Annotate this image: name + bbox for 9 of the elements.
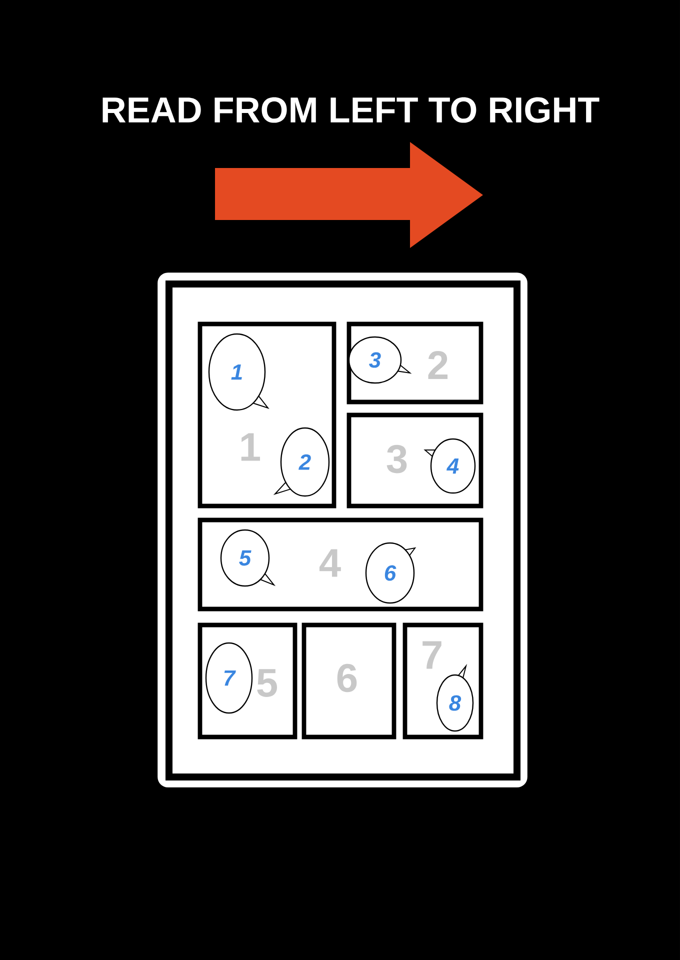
- speech-bubble: 8: [436, 664, 474, 732]
- speech-bubble: 7: [205, 642, 253, 714]
- speech-bubble: 5: [220, 529, 276, 587]
- speech-bubble: 3: [348, 336, 412, 384]
- speech-bubble: 6: [365, 542, 416, 604]
- title: READ FROM LEFT TO RIGHT: [102, 97, 600, 123]
- speech-bubble: 1: [208, 333, 270, 411]
- speech-bubble: 2: [273, 427, 330, 497]
- speech-bubble: 4: [424, 438, 476, 494]
